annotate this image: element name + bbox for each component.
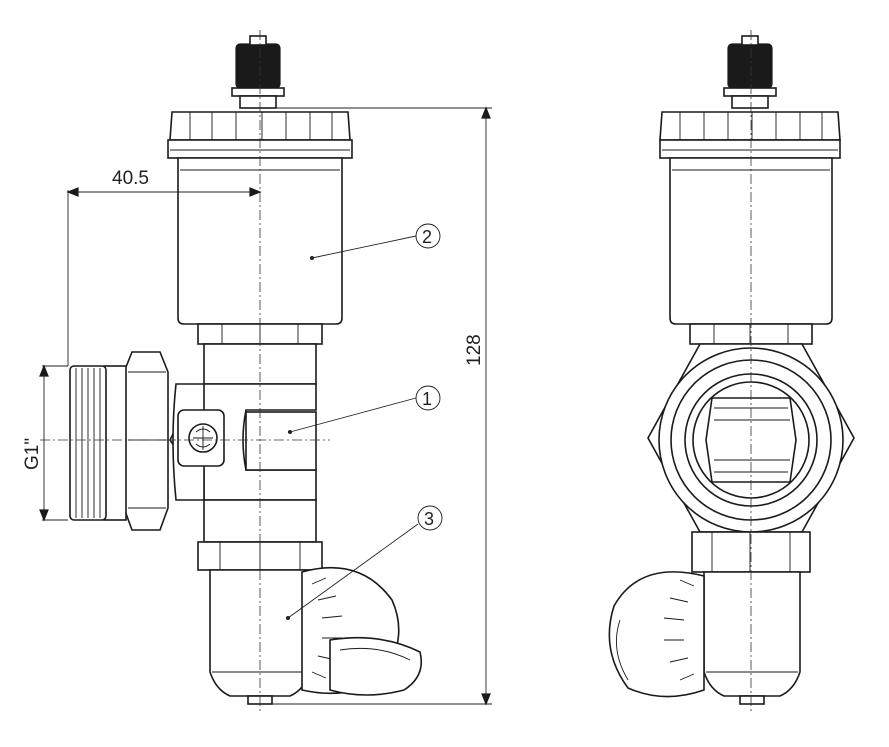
svg-text:3: 3 xyxy=(424,509,434,529)
dimension-width-label: 40.5 xyxy=(112,168,149,189)
dimension-width: 40.5 xyxy=(66,168,262,366)
dimension-height-label: 128 xyxy=(464,334,485,366)
front-view xyxy=(608,30,855,712)
svg-text:1: 1 xyxy=(422,389,432,409)
side-thread-connection xyxy=(69,351,169,531)
balloon-1: 1 xyxy=(288,385,441,434)
dimension-thread-label: G1" xyxy=(22,438,43,470)
dimension-height: 128 xyxy=(270,106,492,706)
side-view: 40.5 G1" 128 2 1 xyxy=(22,30,492,712)
cap-with-strap-front xyxy=(608,571,705,698)
svg-text:2: 2 xyxy=(422,227,432,247)
top-hex-nut-front xyxy=(659,111,841,159)
vent-cap-front xyxy=(723,35,777,109)
tee-body xyxy=(169,383,317,501)
cap-with-strap xyxy=(301,566,423,696)
dimension-thread: G1" xyxy=(22,364,68,522)
vent-cap xyxy=(231,35,285,109)
balloon-2: 2 xyxy=(310,223,441,260)
balloon-3: 3 xyxy=(286,505,443,620)
